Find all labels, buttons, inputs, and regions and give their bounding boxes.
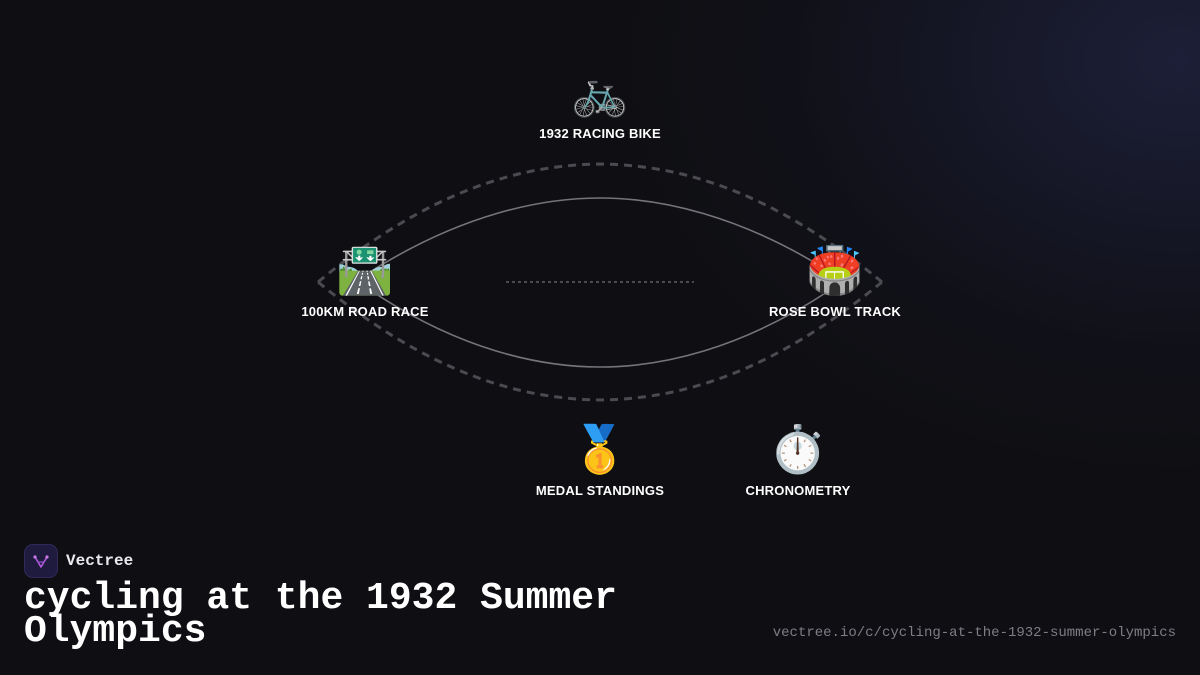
inner-connector-top <box>369 197 831 273</box>
page-title: cycling at the 1932 Summer Olympics <box>24 577 617 653</box>
node-road-race: 🛣️ 100KM ROAD RACE <box>265 242 465 319</box>
node-medal-standings: 🥇 MEDAL STANDINGS <box>500 421 700 498</box>
node-racing-bike: 🚲 1932 RACING BIKE <box>500 64 700 141</box>
vectree-logo-icon <box>24 544 58 578</box>
outer-dashed-ellipse-top <box>317 162 883 284</box>
node-road-race-label: 100KM ROAD RACE <box>301 304 429 319</box>
node-medal-standings-label: MEDAL STANDINGS <box>535 483 665 498</box>
node-chronometry-label: CHRONOMETRY <box>745 483 851 498</box>
inner-connector-bottom <box>369 289 831 368</box>
node-rose-bowl-label: ROSE BOWL TRACK <box>768 304 902 319</box>
bicycle-icon: 🚲 <box>571 65 629 119</box>
gold-medal-icon: 🥇 <box>571 422 629 476</box>
outer-dashed-ellipse-bottom <box>317 280 883 402</box>
motorway-icon: 🛣️ <box>336 243 394 297</box>
node-chronometry: ⏱️ CHRONOMETRY <box>698 421 898 498</box>
brand-name: Vectree <box>66 552 134 570</box>
node-racing-bike-label: 1932 RACING BIKE <box>539 126 661 141</box>
node-rose-bowl: 🏟️ ROSE BOWL TRACK <box>735 242 935 319</box>
page-url[interactable]: vectree.io/c/cycling-at-the-1932-summer-… <box>772 625 1176 641</box>
brand[interactable]: Vectree <box>24 544 133 578</box>
stadium-icon: 🏟️ <box>806 243 864 297</box>
stopwatch-icon: ⏱️ <box>769 422 827 476</box>
